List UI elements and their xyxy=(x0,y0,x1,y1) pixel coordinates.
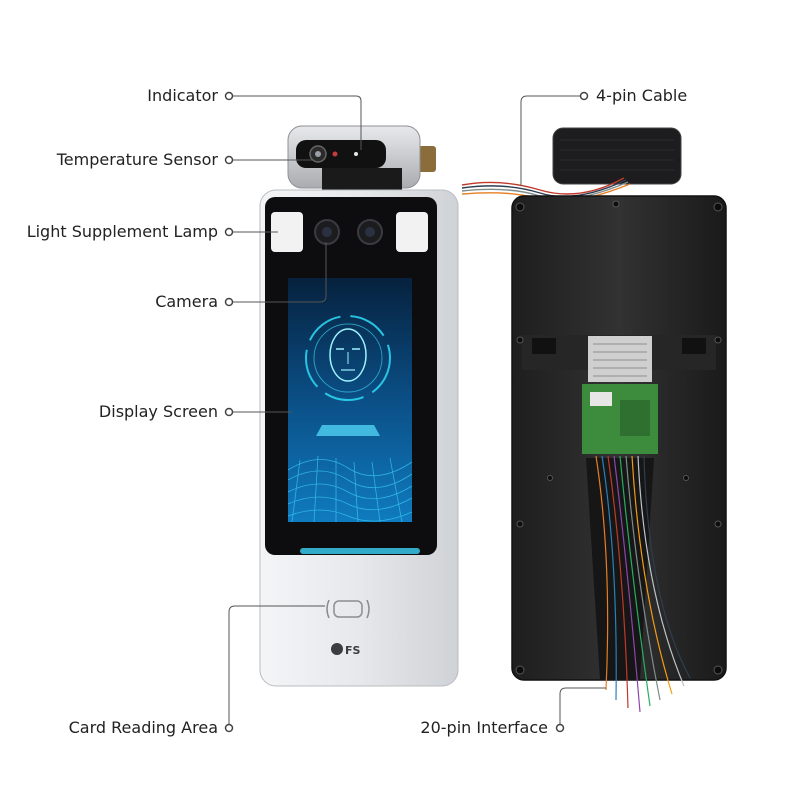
label-temperature-sensor: Temperature Sensor xyxy=(56,150,218,169)
leader-dots xyxy=(224,91,589,733)
indicator-light-bar xyxy=(300,548,420,554)
camera-right xyxy=(357,219,383,245)
leader-lines xyxy=(228,95,606,728)
light-lamp-right xyxy=(396,212,428,252)
front-device: FS xyxy=(259,125,459,687)
light-lamp-left xyxy=(271,212,303,252)
label-light-supplement-lamp: Light Supplement Lamp xyxy=(26,222,218,241)
back-label xyxy=(588,336,652,382)
label-20-pin-interface: 20-pin Interface xyxy=(420,718,548,737)
temperature-sensor-module xyxy=(287,125,436,190)
camera-left xyxy=(314,219,340,245)
display-screen xyxy=(287,278,413,523)
label-4-pin-cable: 4-pin Cable xyxy=(596,86,688,105)
svg-text:FS: FS xyxy=(345,644,361,657)
label-card-reading-area: Card Reading Area xyxy=(68,718,218,737)
label-camera: Camera xyxy=(155,292,218,311)
brand-logo: FS xyxy=(331,643,361,657)
back-device xyxy=(461,127,727,713)
twenty-pin-wires xyxy=(595,455,691,713)
card-reader-icon xyxy=(326,599,370,619)
label-indicator: Indicator xyxy=(147,86,218,105)
back-sensor-box xyxy=(552,127,682,185)
label-display-screen: Display Screen xyxy=(98,402,218,421)
